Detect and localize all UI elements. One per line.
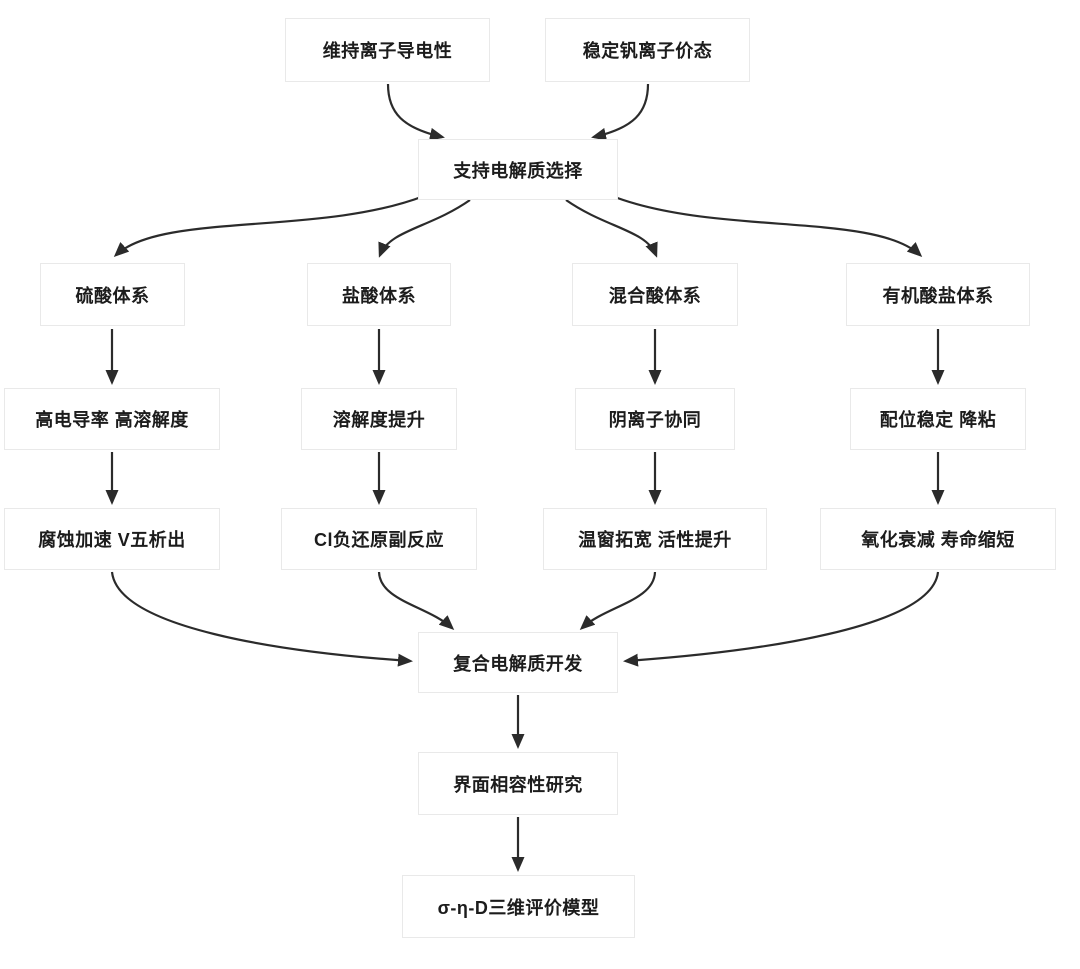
arrow-risk-mixed-acid-to-composite [579,571,657,631]
node-feat-organic-salt: 配位稳定 降粘 [850,388,1026,450]
node-feat-mixed-acid: 阴离子协同 [575,388,735,450]
arrow-risk-hydrochloric-to-composite [377,571,455,631]
arrow-risk-organic-salt-to-composite [623,571,940,667]
node-selection: 支持电解质选择 [418,139,618,200]
node-evaluation-model: σ-η-D三维评价模型 [402,875,635,938]
node-interface-study: 界面相容性研究 [418,752,618,815]
arrow-goal-valence-to-selection [591,83,650,141]
node-risk-mixed-acid: 温窗拓宽 活性提升 [543,508,767,570]
node-risk-hydrochloric: Cl负还原副反应 [281,508,477,570]
node-risk-sulfuric: 腐蚀加速 V五析出 [4,508,220,570]
node-sys-mixed-acid: 混合酸体系 [572,263,738,326]
node-goal-valence: 稳定钒离子价态 [545,18,750,82]
node-composite: 复合电解质开发 [418,632,618,693]
arrow-selection-to-organic-salt [611,194,923,258]
node-risk-organic-salt: 氧化衰减 寿命缩短 [820,508,1056,570]
arrow-goal-conductivity-to-selection [386,83,445,141]
arrow-selection-to-sulfuric [113,194,425,258]
node-feat-sulfuric: 高电导率 高溶解度 [4,388,220,450]
node-sys-hydrochloric: 盐酸体系 [307,263,451,326]
arrow-risk-sulfuric-to-composite [110,571,413,667]
node-goal-conductivity: 维持离子导电性 [285,18,490,82]
node-sys-sulfuric: 硫酸体系 [40,263,185,326]
node-sys-organic-salt: 有机酸盐体系 [846,263,1030,326]
arrow-selection-to-mixed-acid [565,199,658,258]
arrow-selection-to-hydrochloric [378,199,471,258]
node-feat-hydrochloric: 溶解度提升 [301,388,457,450]
